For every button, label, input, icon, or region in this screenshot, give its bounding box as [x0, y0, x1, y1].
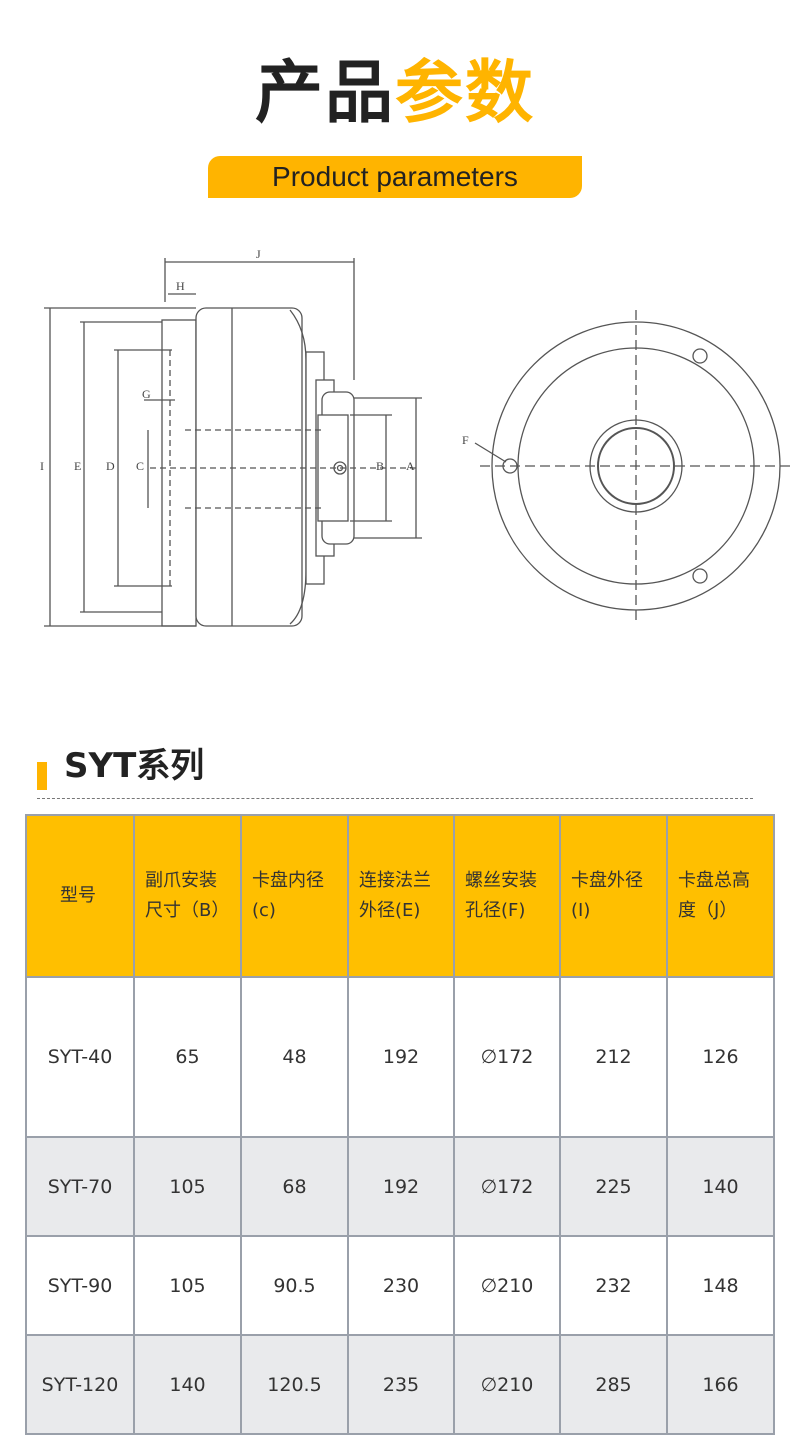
- table-row: SYT-90 105 90.5 230 ∅210 232 148: [25, 1235, 775, 1336]
- table-cell: 192: [347, 1136, 455, 1237]
- table-cell: 105: [133, 1136, 242, 1237]
- table-cell: 140: [666, 1136, 775, 1237]
- header-jaw-size: 副爪安装尺寸（B）: [133, 814, 242, 978]
- table-row: SYT-120 140 120.5 235 ∅210 285 166: [25, 1334, 775, 1435]
- header-flange-diameter: 连接法兰外径(E): [347, 814, 455, 978]
- header-total-height: 卡盘总高度（J）: [666, 814, 775, 978]
- section-divider: [37, 798, 753, 799]
- table-cell: SYT-120: [25, 1334, 135, 1435]
- header-model: 型号: [25, 814, 135, 978]
- section-accent-bar: [37, 762, 47, 790]
- table-cell: 120.5: [240, 1334, 349, 1435]
- table-cell: ∅172: [453, 1136, 561, 1237]
- table-cell: SYT-90: [25, 1235, 135, 1336]
- table-cell: 285: [559, 1334, 668, 1435]
- table-cell: 140: [133, 1334, 242, 1435]
- table-cell: SYT-40: [25, 976, 135, 1138]
- table-cell: 232: [559, 1235, 668, 1336]
- dim-label-c: C: [136, 459, 144, 473]
- table-cell: ∅210: [453, 1235, 561, 1336]
- table-cell: 212: [559, 976, 668, 1138]
- page-title: 产品参数: [0, 52, 790, 136]
- technical-drawing: J H G I E D C B A F: [40, 247, 790, 627]
- table-header-row: 型号 副爪安装尺寸（B） 卡盘内径(c) 连接法兰外径(E) 螺丝安装孔径(F)…: [25, 814, 775, 978]
- table-cell: ∅210: [453, 1334, 561, 1435]
- table-cell: 68: [240, 1136, 349, 1237]
- section-title: SYT系列: [64, 746, 205, 786]
- table-row: SYT-40 65 48 192 ∅172 212 126: [25, 976, 775, 1138]
- dim-label-f: F: [462, 433, 469, 447]
- dim-label-b: B: [376, 459, 384, 473]
- table-cell: 235: [347, 1334, 455, 1435]
- table-cell: 166: [666, 1334, 775, 1435]
- table-cell: ∅172: [453, 976, 561, 1138]
- dim-label-j: J: [256, 247, 261, 261]
- header-inner-diameter: 卡盘内径(c): [240, 814, 349, 978]
- table-cell: SYT-70: [25, 1136, 135, 1237]
- header-screw-hole: 螺丝安装孔径(F): [453, 814, 561, 978]
- dim-label-d: D: [106, 459, 115, 473]
- table-cell: 90.5: [240, 1235, 349, 1336]
- page-title-part1: 产品: [254, 54, 395, 133]
- table-cell: 126: [666, 976, 775, 1138]
- table-cell: 65: [133, 976, 242, 1138]
- table-cell: 192: [347, 976, 455, 1138]
- table-cell: 230: [347, 1235, 455, 1336]
- parameter-table: 型号 副爪安装尺寸（B） 卡盘内径(c) 连接法兰外径(E) 螺丝安装孔径(F)…: [25, 814, 775, 1435]
- table-cell: 105: [133, 1235, 242, 1336]
- dim-label-g: G: [142, 387, 151, 401]
- table-cell: 48: [240, 976, 349, 1138]
- page-subtitle: Product parameters: [208, 156, 582, 198]
- header-outer-diameter: 卡盘外径(I): [559, 814, 668, 978]
- table-cell: 148: [666, 1235, 775, 1336]
- dim-label-e: E: [74, 459, 81, 473]
- table-cell: 225: [559, 1136, 668, 1237]
- page-title-part2: 参数: [395, 54, 536, 133]
- dim-label-h: H: [176, 279, 185, 293]
- table-row: SYT-70 105 68 192 ∅172 225 140: [25, 1136, 775, 1237]
- dim-label-a: A: [406, 459, 415, 473]
- dim-label-i: I: [40, 459, 44, 473]
